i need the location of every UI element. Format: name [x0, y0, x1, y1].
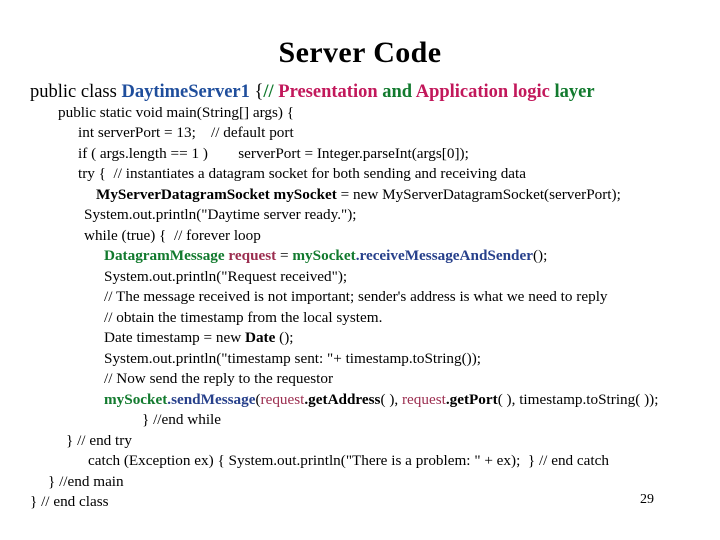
code-token: if ( args.length == 1 ) serverPort = Int… [78, 144, 469, 162]
code-token: Date [245, 329, 276, 346]
line-class-declaration: public class DaytimeServer1 {// Presenta… [0, 82, 720, 103]
code-token: .receiveMessageAndSender [355, 247, 533, 264]
code-token: ( ), [380, 390, 402, 408]
code-token: // The message received is not important… [104, 288, 608, 305]
code-token: catch (Exception ex) { System.out.printl… [88, 452, 609, 469]
code-token: Presentation [278, 82, 378, 102]
line-println-timestamp-sent: System.out.println("timestamp sent: "+ t… [0, 349, 720, 370]
code-token: Application logic [415, 82, 550, 102]
code-token: request [401, 390, 446, 408]
code-token: .sendMessage [167, 390, 256, 408]
code-token: request [228, 247, 277, 264]
code-token: and [377, 82, 416, 102]
line-send-message: mySocket.sendMessage(request.getAddress(… [0, 390, 720, 411]
code-token: MyServerDatagramSocket mySocket [96, 185, 337, 203]
code-token: layer [549, 82, 595, 102]
line-comment-sender-address: // The message received is not important… [0, 287, 720, 308]
code-token: Date timestamp = new [104, 329, 245, 346]
line-main-method: public static void main(String[] args) { [0, 103, 720, 124]
code-token: = new MyServerDatagramSocket(serverPort)… [336, 185, 621, 203]
code-token: } // end try [66, 431, 132, 449]
code-token: System.out.println("timestamp sent: "+ t… [104, 349, 481, 367]
code-token: request [260, 390, 305, 408]
code-token: int serverPort = 13; // default port [78, 124, 294, 141]
line-comment-send-reply: // Now send the reply to the requestor [0, 369, 720, 390]
line-end-while: } //end while [0, 410, 720, 431]
line-end-class: } // end class [0, 492, 720, 513]
code-listing: public class DaytimeServer1 {// Presenta… [0, 82, 720, 513]
code-token: mySocket [104, 390, 168, 408]
code-token: = [276, 247, 293, 264]
line-end-try: } // end try [0, 431, 720, 452]
line-server-port-init: int serverPort = 13; // default port [0, 123, 720, 144]
line-catch-block: catch (Exception ex) { System.out.printl… [0, 451, 720, 472]
page-title: Server Code [278, 36, 442, 69]
code-token: public class [30, 82, 122, 102]
line-try-open: try { // instantiates a datagram socket … [0, 164, 720, 185]
code-token: .getAddress [304, 390, 381, 408]
code-token: } //end while [142, 411, 221, 428]
code-token: System.out.println("Daytime server ready… [84, 206, 357, 223]
code-token: public static void main(String[] args) { [58, 103, 295, 121]
code-token: } //end main [48, 472, 124, 490]
line-end-main: } //end main [0, 472, 720, 493]
code-token: DatagramMessage [104, 247, 225, 264]
line-println-request-received: System.out.println("Request received"); [0, 267, 720, 288]
line-while-true: while (true) { // forever loop [0, 226, 720, 247]
slide-page-number: 29 [640, 492, 654, 507]
code-token: // obtain the timestamp from the local s… [104, 308, 383, 326]
code-token: mySocket [292, 247, 356, 264]
line-socket-declaration: MyServerDatagramSocket mySocket = new My… [0, 185, 720, 206]
code-token: .getPort [445, 390, 498, 408]
line-receive-message: DatagramMessage request = mySocket.recei… [0, 246, 720, 267]
code-token: ( [255, 390, 261, 408]
code-token: // Now send the reply to the requestor [104, 370, 334, 387]
code-token: { [249, 82, 264, 102]
code-token: System.out.println("Request received"); [104, 267, 348, 285]
code-token: while (true) { // forever loop [84, 226, 261, 244]
code-token: (); [275, 329, 294, 346]
code-token: try { // instantiates a datagram socket … [78, 165, 527, 182]
code-token: } // end class [30, 493, 109, 510]
line-date-timestamp: Date timestamp = new Date (); [0, 328, 720, 349]
code-token: DaytimeServer1 [121, 82, 250, 102]
line-println-ready: System.out.println("Daytime server ready… [0, 205, 720, 226]
line-args-length-check: if ( args.length == 1 ) serverPort = Int… [0, 144, 720, 165]
line-comment-obtain-timestamp: // obtain the timestamp from the local s… [0, 308, 720, 329]
code-token: (); [532, 247, 548, 264]
code-token: ( ), timestamp.toString( )); [497, 390, 659, 408]
code-token: // [263, 82, 279, 102]
